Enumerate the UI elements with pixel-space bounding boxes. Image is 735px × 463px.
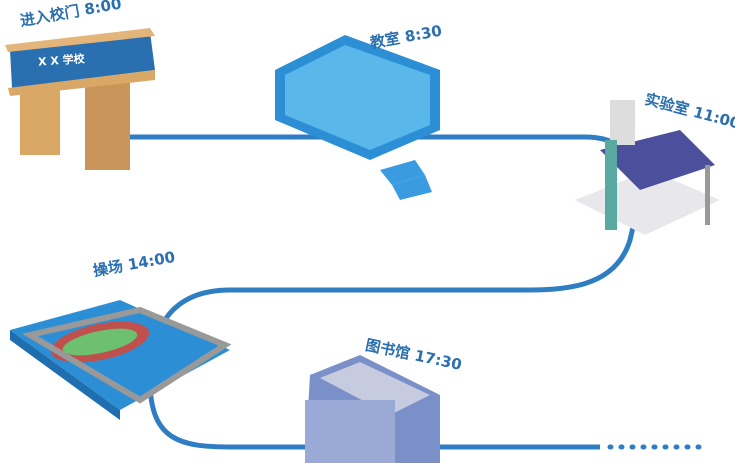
school-gate-illustration xyxy=(5,28,155,170)
playground-illustration xyxy=(10,300,232,420)
library-illustration xyxy=(305,355,440,463)
gate-sign: X X 学校 xyxy=(37,52,86,69)
laboratory-illustration xyxy=(575,100,720,235)
classroom-illustration xyxy=(275,35,440,200)
